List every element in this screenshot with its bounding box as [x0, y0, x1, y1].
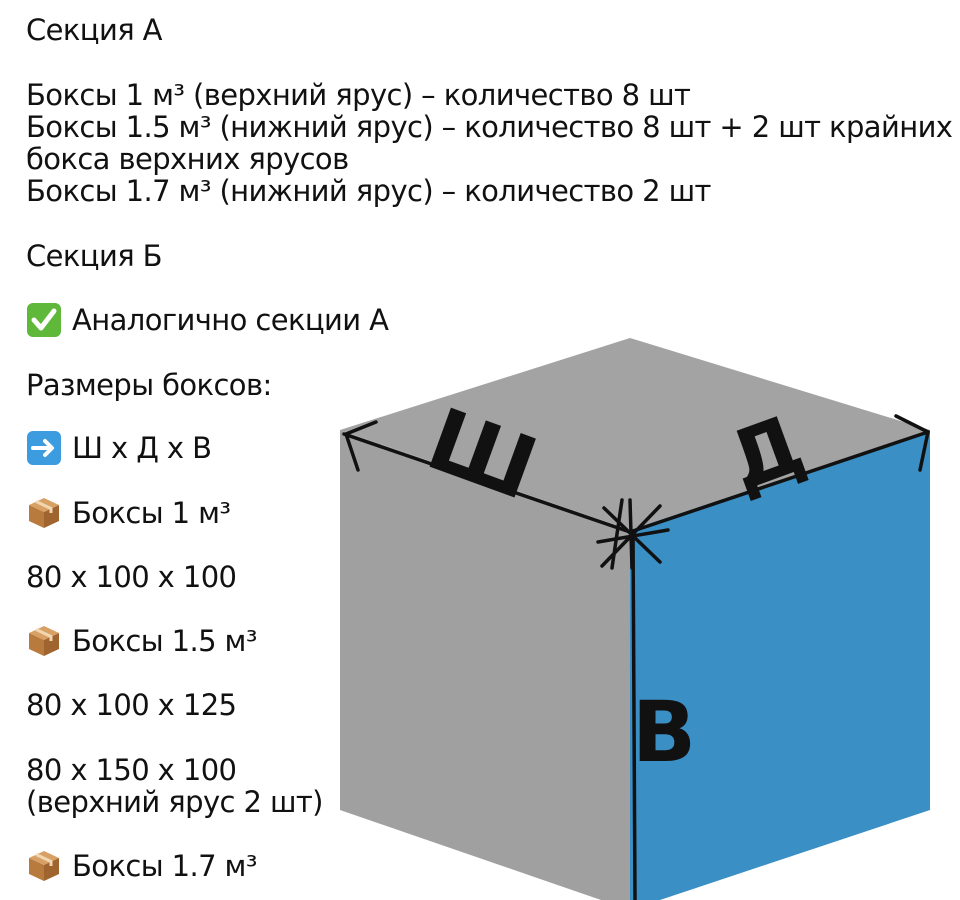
- section-b-title: Секция Б: [26, 239, 163, 273]
- section-b-note-row: Аналогично секции А: [26, 303, 389, 340]
- section-a-line-4: Боксы 1.7 м³ (нижний ярус) – количество …: [26, 174, 711, 208]
- sizes-legend-row: Ш х Д х В: [26, 431, 212, 468]
- section-b-note: Аналогично секции А: [72, 303, 389, 337]
- height-letter: В: [632, 683, 696, 781]
- section-a-title: Секция А: [26, 13, 163, 47]
- package-icon: [29, 498, 59, 528]
- sizes-title: Размеры боксов:: [26, 368, 272, 402]
- box1-label: Боксы 1 м³: [72, 496, 231, 530]
- cube-top-face: [340, 338, 930, 530]
- package-icon: [29, 626, 59, 656]
- package-icon: [29, 851, 59, 881]
- box15-dims: 80 х 100 х 125: [26, 688, 237, 722]
- dimension-cube-illustration: Ш Д В: [340, 338, 930, 900]
- section-a-line-1: Боксы 1 м³ (верхний ярус) – количество 8…: [26, 78, 691, 112]
- cube-right-face: [630, 430, 930, 900]
- dimension-lines: [342, 414, 930, 900]
- box15-alt-dims: 80 х 150 х 100: [26, 753, 237, 787]
- box15-alt-note: (верхний ярус 2 шт): [26, 785, 323, 819]
- box1-dims: 80 х 100 х 100: [26, 560, 237, 594]
- box17-label: Боксы 1.7 м³: [72, 849, 257, 883]
- box15-label-row: Боксы 1.5 м³: [26, 625, 257, 661]
- check-mark-button-icon: [27, 303, 61, 337]
- section-a-line-2: Боксы 1.5 м³ (нижний ярус) – количество …: [26, 110, 953, 144]
- box15-label: Боксы 1.5 м³: [72, 624, 257, 658]
- right-arrow-icon: [27, 431, 61, 465]
- box17-label-row: Боксы 1.7 м³: [26, 850, 257, 886]
- cube-left-face: [340, 430, 630, 900]
- box1-label-row: Боксы 1 м³: [26, 496, 231, 533]
- section-a-line-3: бокса верхних ярусов: [26, 142, 349, 176]
- sizes-legend: Ш х Д х В: [72, 431, 212, 465]
